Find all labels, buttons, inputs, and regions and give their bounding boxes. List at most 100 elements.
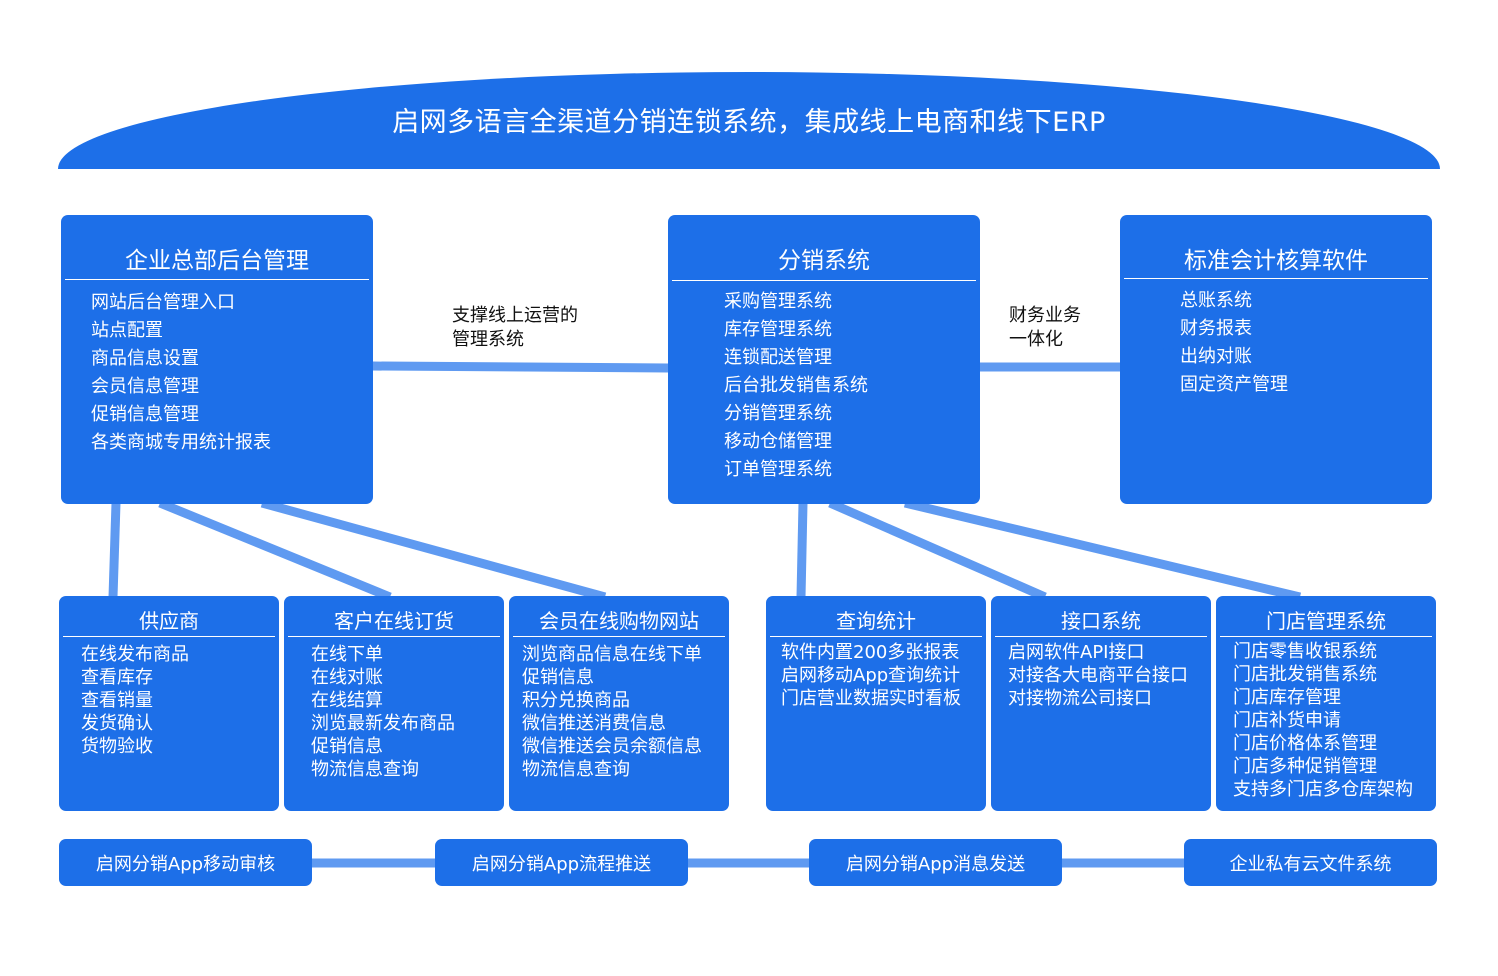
list-item: 连锁配送管理 [724, 347, 832, 368]
list-item: 总账系统 [1180, 290, 1252, 311]
list-item: 门店补货申请 [1233, 710, 1341, 731]
item-list: 在线发布商品 查看库存 查看销量 发货确认 货物验收 [81, 643, 189, 758]
list-item: 固定资产管理 [1180, 374, 1288, 395]
box-member-shopping-site: 会员在线购物网站 浏览商品信息在线下单 促销信息 积分兑换商品 微信推送消费信息… [509, 596, 729, 811]
list-item: 门店库存管理 [1233, 687, 1341, 708]
box-store-management: 门店管理系统 门店零售收银系统 门店批发销售系统 门店库存管理 门店补货申请 门… [1216, 596, 1436, 811]
connector-hq-member-shop [260, 498, 607, 602]
connector-distribution-interface [828, 498, 1047, 602]
divider [1220, 636, 1432, 637]
label-line: 支撑线上运营的 [452, 305, 578, 326]
divider [1124, 278, 1428, 279]
divider [995, 636, 1207, 637]
box-title: 供应商 [139, 609, 199, 633]
list-item: 浏览最新发布商品 [311, 713, 455, 734]
item-list: 在线下单 在线对账 在线结算 浏览最新发布商品 促销信息 物流信息查询 [311, 643, 455, 781]
list-item: 订单管理系统 [724, 459, 832, 480]
list-item: 促销信息管理 [91, 404, 199, 425]
connector-label-right: 财务业务 一体化 [1009, 304, 1081, 352]
list-item: 物流信息查询 [522, 759, 630, 780]
list-item: 在线发布商品 [81, 644, 189, 665]
list-item: 各类商城专用统计报表 [91, 432, 271, 453]
item-list: 浏览商品信息在线下单 促销信息 积分兑换商品 微信推送消费信息 微信推送会员余额… [522, 643, 702, 781]
box-title: 客户在线订货 [334, 609, 454, 633]
list-item: 在线结算 [311, 690, 383, 711]
list-item: 库存管理系统 [724, 319, 832, 340]
box-title: 接口系统 [1061, 609, 1141, 633]
connector-distribution-store [903, 498, 1302, 602]
list-item: 采购管理系统 [724, 291, 832, 312]
list-item: 启网移动App查询统计 [781, 665, 961, 686]
item-list: 采购管理系统 库存管理系统 连锁配送管理 后台批发销售系统 分销管理系统 移动仓… [724, 288, 868, 484]
list-item: 积分兑换商品 [522, 690, 630, 711]
item-list: 总账系统 财务报表 出纳对账 固定资产管理 [1180, 287, 1288, 399]
connector-hq-supplier [108, 502, 121, 598]
label-line: 管理系统 [452, 329, 524, 350]
divider [63, 636, 275, 637]
list-item: 门店价格体系管理 [1233, 733, 1377, 754]
box-title: 门店管理系统 [1266, 609, 1386, 633]
box-title: 查询统计 [836, 609, 916, 633]
list-item: 在线对账 [311, 667, 383, 688]
list-item: 查看销量 [81, 690, 153, 711]
divider [513, 636, 725, 637]
connector-label-left: 支撑线上运营的 管理系统 [452, 304, 578, 352]
list-item: 移动仓储管理 [724, 431, 832, 452]
list-item: 浏览商品信息在线下单 [522, 644, 702, 665]
footer-pill-mobile-approval: 启网分销App移动审核 [59, 839, 312, 886]
item-list: 网站后台管理入口 站点配置 商品信息设置 会员信息管理 促销信息管理 各类商城专… [91, 289, 271, 457]
divider [288, 636, 500, 637]
list-item: 物流信息查询 [311, 759, 419, 780]
box-distribution-system: 分销系统 采购管理系统 库存管理系统 连锁配送管理 后台批发销售系统 分销管理系… [668, 215, 980, 504]
item-list: 门店零售收银系统 门店批发销售系统 门店库存管理 门店补货申请 门店价格体系管理… [1233, 640, 1413, 801]
divider [770, 636, 982, 637]
list-item: 发货确认 [81, 713, 153, 734]
list-item: 站点配置 [91, 320, 163, 341]
pill-label: 启网分销App消息发送 [845, 853, 1026, 875]
footer-pill-process-push: 启网分销App流程推送 [435, 839, 688, 886]
list-item: 启网软件API接口 [1008, 642, 1145, 663]
box-accounting-software: 标准会计核算软件 总账系统 财务报表 出纳对账 固定资产管理 [1120, 215, 1432, 504]
pill-label: 启网分销App流程推送 [471, 853, 652, 875]
footer-pill-message-send: 启网分销App消息发送 [809, 839, 1062, 886]
box-title: 分销系统 [778, 248, 870, 274]
list-item: 门店批发销售系统 [1233, 664, 1377, 685]
pill-label: 企业私有云文件系统 [1229, 853, 1392, 875]
footer-pill-private-cloud: 企业私有云文件系统 [1184, 839, 1437, 886]
list-item: 查看库存 [81, 667, 153, 688]
list-item: 分销管理系统 [724, 403, 832, 424]
connector-hq-customer-order [158, 498, 392, 602]
box-supplier: 供应商 在线发布商品 查看库存 查看销量 发货确认 货物验收 [59, 596, 279, 811]
list-item: 支持多门店多仓库架构 [1233, 779, 1413, 800]
list-item: 门店营业数据实时看板 [781, 688, 961, 709]
label-line: 一体化 [1009, 329, 1063, 350]
item-list: 启网软件API接口 对接各大电商平台接口 对接物流公司接口 [1008, 641, 1188, 710]
list-item: 商品信息设置 [91, 348, 199, 369]
list-item: 财务报表 [1180, 318, 1252, 339]
box-customer-online-order: 客户在线订货 在线下单 在线对账 在线结算 浏览最新发布商品 促销信息 物流信息… [284, 596, 504, 811]
connector-distribution-query [796, 502, 808, 598]
item-list: 软件内置200多张报表 启网移动App查询统计 门店营业数据实时看板 [781, 641, 961, 710]
box-title: 企业总部后台管理 [125, 248, 309, 274]
box-title: 标准会计核算软件 [1184, 248, 1368, 274]
divider [672, 280, 976, 281]
list-item: 微信推送消费信息 [522, 713, 666, 734]
list-item: 对接物流公司接口 [1008, 688, 1152, 709]
box-title: 会员在线购物网站 [539, 609, 699, 633]
list-item: 促销信息 [311, 736, 383, 757]
list-item: 促销信息 [522, 667, 594, 688]
pill-label: 启网分销App移动审核 [95, 853, 276, 875]
banner-title: 启网多语言全渠道分销连锁系统，集成线上电商和线下ERP [392, 107, 1106, 138]
connector-hq-distribution [371, 361, 669, 373]
label-line: 财务业务 [1009, 305, 1081, 326]
list-item: 软件内置200多张报表 [781, 642, 960, 663]
list-item: 在线下单 [311, 644, 383, 665]
list-item: 出纳对账 [1180, 346, 1252, 367]
list-item: 对接各大电商平台接口 [1008, 665, 1188, 686]
divider [65, 279, 369, 280]
box-query-statistics: 查询统计 软件内置200多张报表 启网移动App查询统计 门店营业数据实时看板 [766, 596, 986, 811]
list-item: 门店零售收银系统 [1233, 641, 1377, 662]
list-item: 门店多种促销管理 [1233, 756, 1377, 777]
list-item: 货物验收 [81, 736, 153, 757]
box-interface-system: 接口系统 启网软件API接口 对接各大电商平台接口 对接物流公司接口 [991, 596, 1211, 811]
